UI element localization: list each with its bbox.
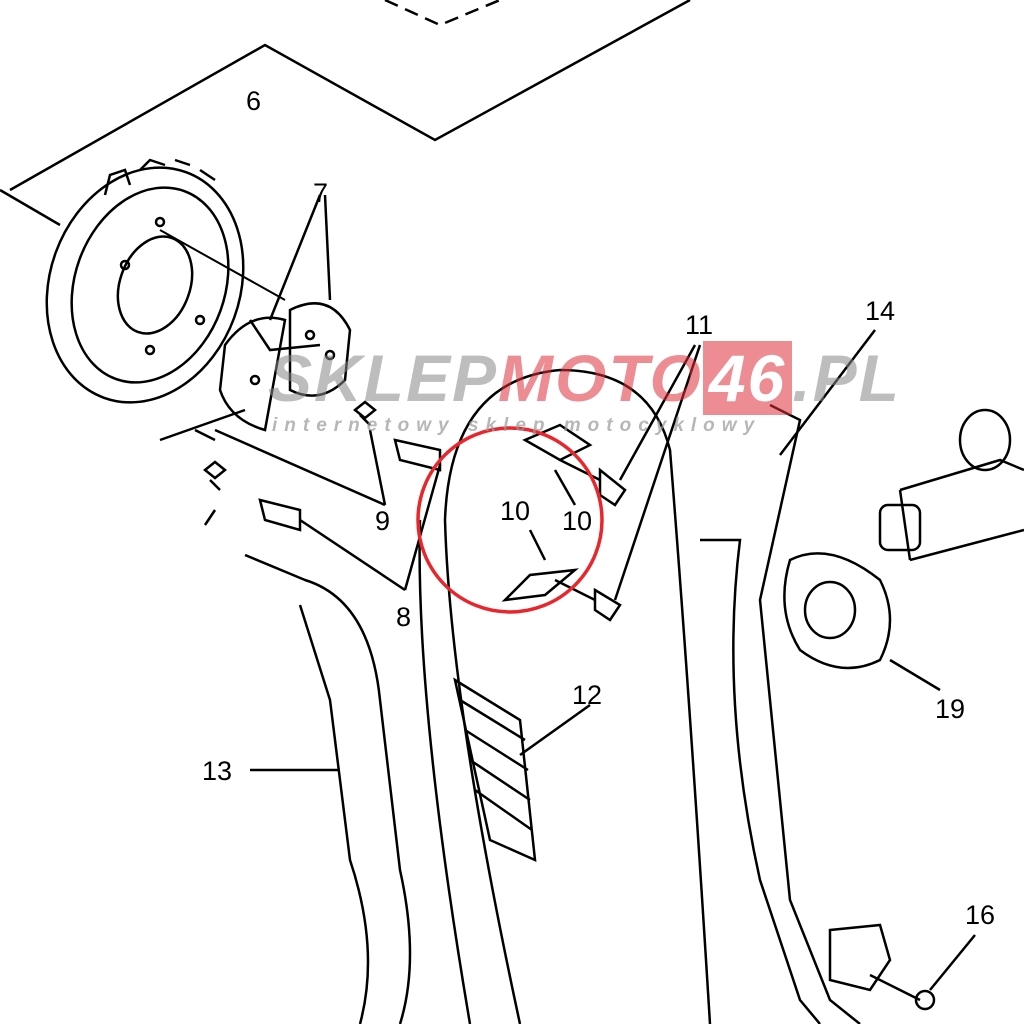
bracket [828,923,921,1002]
part-label-14: 14 [865,296,896,326]
bolts [593,467,627,622]
tensioner-guide [700,403,861,1024]
part-label-13: 13 [202,756,233,786]
decompressor-assembly [159,194,442,592]
watermark-part: .PL [792,341,901,415]
chain-stopper-plates [501,423,593,602]
frame-outline [0,0,691,227]
watermark-part: 46 [702,341,793,415]
part-label-16: 16 [965,900,996,930]
leader-12 [519,703,591,757]
part-label-10b: 10 [562,506,593,536]
leader-14 [779,329,876,456]
watermark-part: MOTO [498,341,703,415]
part-label-11: 11 [685,310,714,340]
washer [914,989,936,1011]
cam-sprocket [45,158,286,404]
part-label-9: 9 [375,506,391,536]
watermark-part: SKLEP [268,341,499,415]
part-label-19: 19 [935,694,966,724]
timing-chain [443,368,712,1024]
leader-16 [929,934,976,991]
part-label-12: 12 [572,680,603,710]
watermark-tagline: internetowy sklep motocyklowy [272,415,762,436]
part-label-6: 6 [246,86,262,116]
part-label-8: 8 [396,602,412,632]
highlight-circle [416,426,604,614]
part-label-7: 7 [313,178,329,208]
watermark-logo: SKLEPMOTO46.PL [268,341,901,415]
timing-chain-outer [418,519,472,1024]
chain-guide [244,553,412,1024]
chain-links [453,677,537,863]
chain-tensioner [783,408,1024,692]
leaders-10-11 [528,344,702,602]
part-label-10a: 10 [500,496,531,526]
dashed-outline [384,0,501,27]
